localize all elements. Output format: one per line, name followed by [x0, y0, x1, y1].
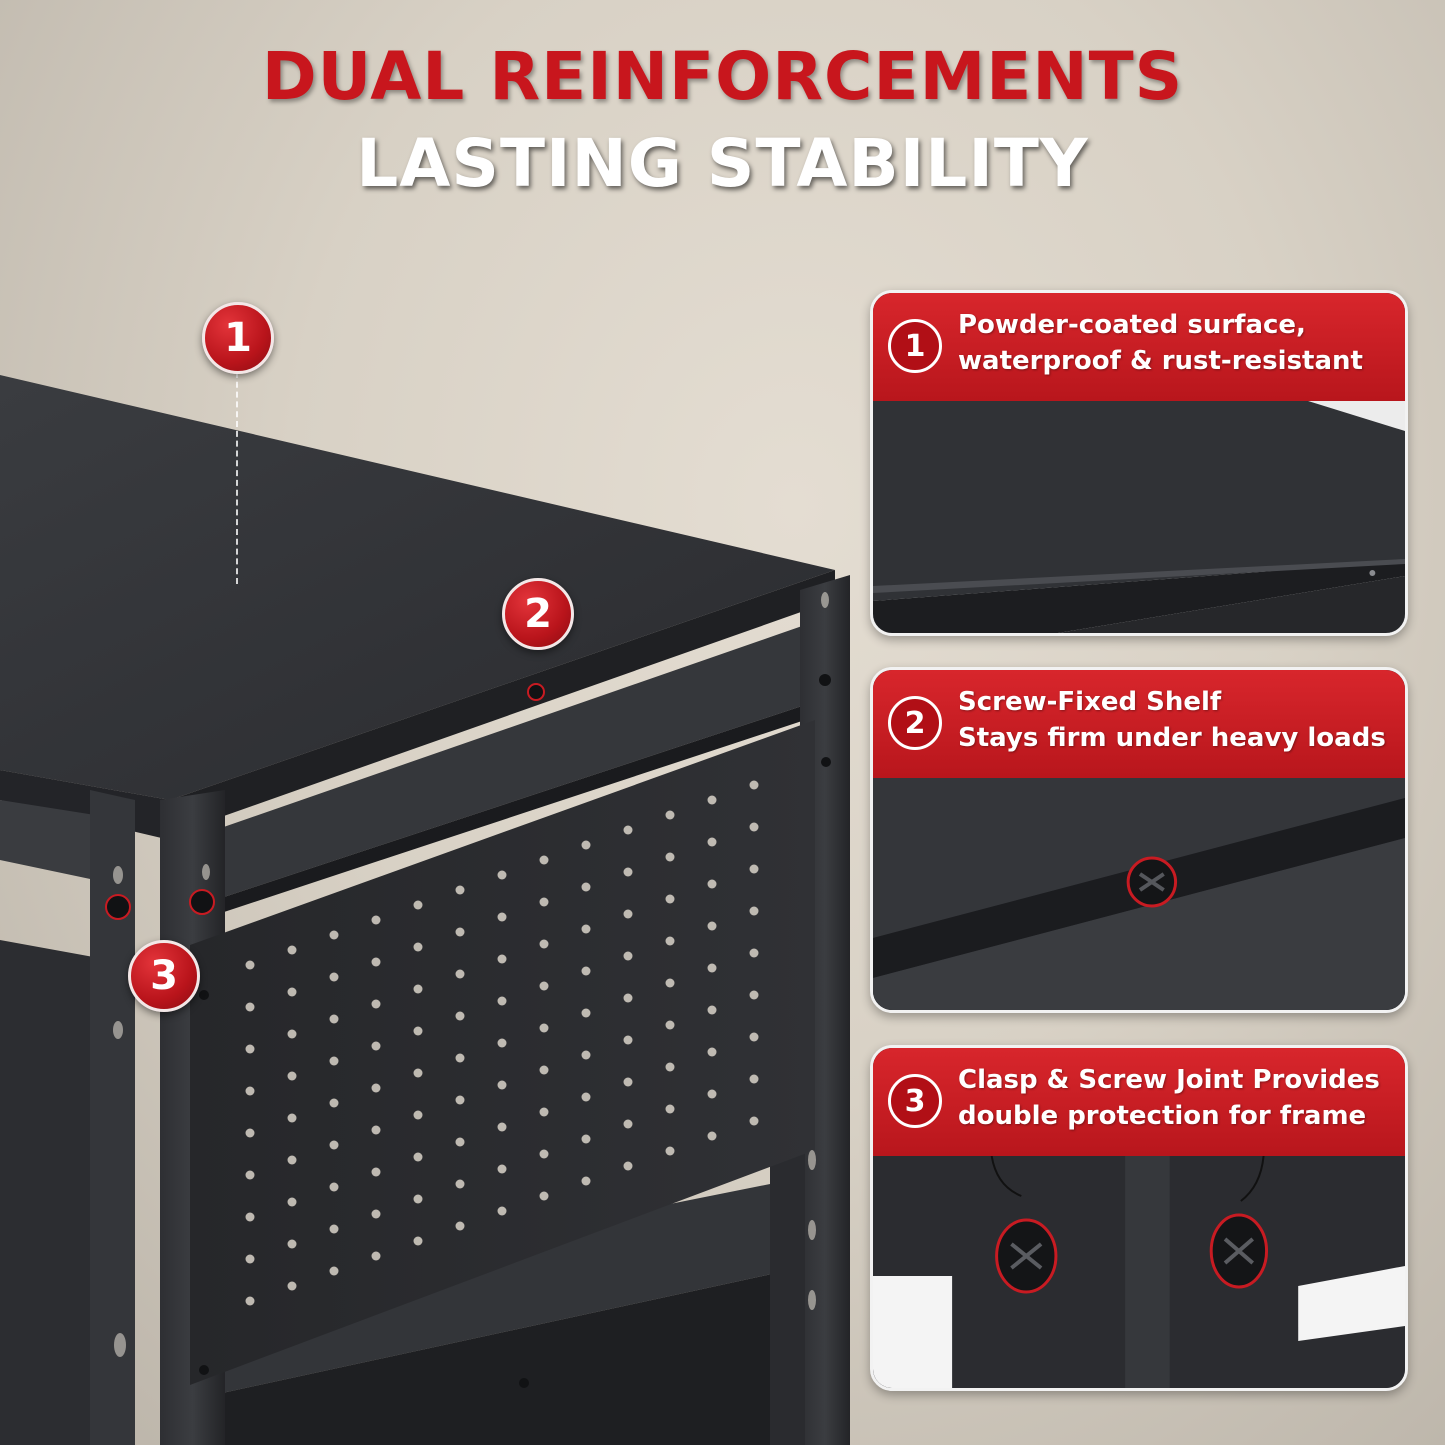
marker-leader-line: [236, 372, 238, 584]
feature-line-2: waterproof & rust-resistant: [958, 346, 1363, 376]
feature-description: Clasp & Screw Joint Provides double prot…: [958, 1062, 1398, 1134]
feature-card-2: 2 Screw-Fixed Shelf Stays firm under hea…: [870, 667, 1408, 1013]
feature-number-badge: 3: [888, 1074, 942, 1128]
callout-marker-3: 3: [128, 940, 200, 1012]
feature-line-1: Powder-coated surface,: [958, 310, 1306, 340]
shelf-surface-closeup-image: [873, 401, 1405, 633]
feature-number-badge: 2: [888, 696, 942, 750]
feature-description: Powder-coated surface, waterproof & rust…: [958, 307, 1398, 379]
feature-card-header: 2 Screw-Fixed Shelf Stays firm under hea…: [873, 670, 1405, 778]
frame-joint-closeup-image: [873, 1156, 1405, 1388]
callout-marker-1: 1: [202, 302, 274, 374]
feature-line-1: Screw-Fixed Shelf: [958, 687, 1222, 717]
feature-description: Screw-Fixed Shelf Stays firm under heavy…: [958, 684, 1398, 756]
feature-card-header: 3 Clasp & Screw Joint Provides double pr…: [873, 1048, 1405, 1156]
feature-card-1: 1 Powder-coated surface, waterproof & ru…: [870, 290, 1408, 636]
feature-line-2: Stays firm under heavy loads: [958, 723, 1386, 753]
callout-marker-2: 2: [502, 578, 574, 650]
feature-number-badge: 1: [888, 319, 942, 373]
headline-secondary: LASTING STABILITY: [356, 125, 1089, 202]
feature-card-3: 3 Clasp & Screw Joint Provides double pr…: [870, 1045, 1408, 1391]
feature-line-1: Clasp & Screw Joint Provides: [958, 1065, 1380, 1095]
shelf-screw-closeup-image: [873, 778, 1405, 1010]
headline-primary: DUAL REINFORCEMENTS: [261, 38, 1184, 115]
feature-card-header: 1 Powder-coated surface, waterproof & ru…: [873, 293, 1405, 401]
feature-line-2: double protection for frame: [958, 1101, 1367, 1131]
